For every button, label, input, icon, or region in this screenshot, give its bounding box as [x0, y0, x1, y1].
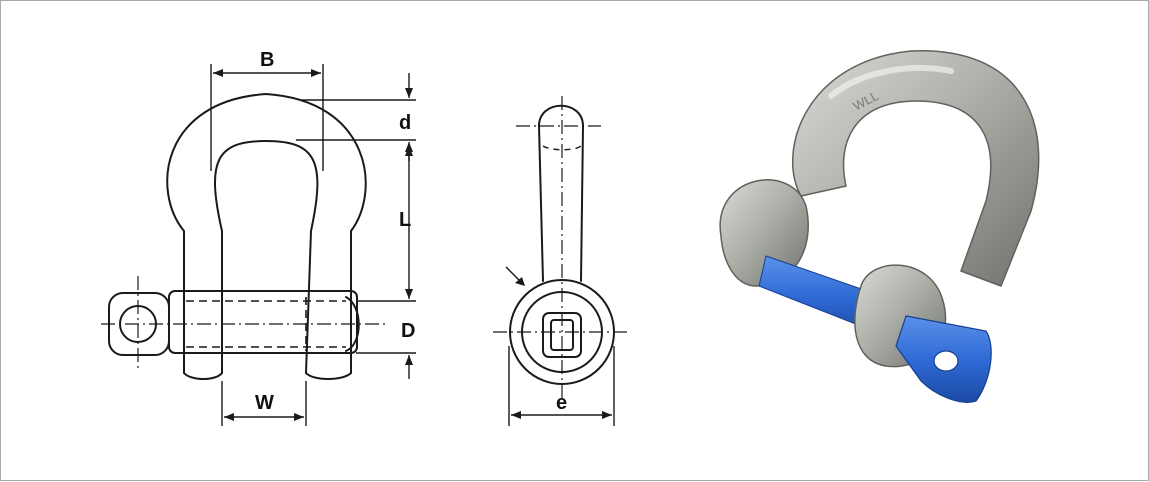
- pin-thread-end: [345, 296, 360, 352]
- arrow-l-top: [405, 146, 413, 156]
- arrow-w-right: [294, 413, 304, 421]
- dim-label-l: L: [399, 209, 411, 231]
- arrow-b-left: [213, 69, 223, 77]
- shackle-side-view-drawing: e: [471, 1, 671, 482]
- bow-inner-outline: [214, 140, 319, 374]
- arrow-l-bottom: [405, 289, 413, 299]
- arrow-D-bottom: [405, 355, 413, 365]
- pin-body: [168, 290, 358, 354]
- side-arrow-e-left: [511, 411, 521, 419]
- dim-label-e: e: [556, 392, 567, 414]
- side-hidden-bow: [542, 145, 582, 151]
- side-arrow-e-right: [602, 411, 612, 419]
- side-view-svg: e: [493, 96, 629, 426]
- photo-pin-eye-hole: [933, 350, 959, 372]
- shackle-front-view-drawing: B d L D W: [1, 1, 471, 482]
- arrow-w-left: [224, 413, 234, 421]
- dim-label-d: d: [399, 112, 411, 134]
- side-shank: [538, 125, 584, 282]
- dim-label-D: D: [401, 320, 415, 342]
- right-leg-bottom: [305, 372, 352, 380]
- shackle-photo-svg: WLL: [719, 50, 1040, 403]
- side-bow-top: [538, 104, 584, 127]
- side-leader-arrowhead: [515, 277, 525, 286]
- photo-left-lug: [719, 179, 809, 287]
- front-view-svg: B d L D W: [101, 49, 416, 426]
- left-leg-bottom: [183, 372, 223, 380]
- photo-bow-highlight: [828, 65, 954, 99]
- arrow-d-top: [405, 88, 413, 98]
- shackle-photo: WLL: [681, 1, 1149, 482]
- bow-outer-outline: [166, 93, 367, 374]
- photo-bow: [792, 50, 1040, 287]
- dim-label-b: B: [260, 49, 274, 71]
- dim-label-w: W: [255, 392, 274, 414]
- arrow-b-right: [311, 69, 321, 77]
